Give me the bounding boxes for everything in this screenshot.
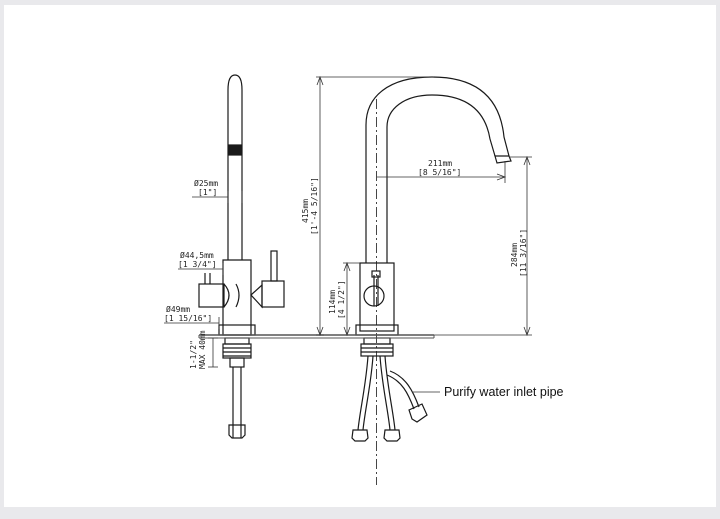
dim-211-imperial: [8 5/16"] — [418, 168, 461, 177]
dim-d44-imperial: [1 3/4"] — [178, 260, 217, 269]
front-view-faucet — [351, 76, 512, 485]
dimension-line-thread — [208, 337, 218, 368]
dimension-line-d25 — [192, 191, 243, 203]
faucet-technical-drawing: Ø25mm [1"] Ø44,5mm [1 3/4"] Ø49mm [1 15/… — [164, 74, 564, 485]
dimension-line-114 — [343, 261, 360, 337]
dim-d49: Ø49mm [1 15/16"] — [164, 304, 212, 323]
dim-284-metric: 284mm — [510, 243, 519, 267]
dim-d49-imperial: [1 15/16"] — [164, 314, 212, 323]
dim-thread: 1-1/2" MAX 40mm — [189, 330, 207, 369]
dimension-line-d44 — [178, 263, 224, 275]
dimension-line-211 — [377, 161, 507, 183]
dim-211: 211mm [8 5/16"] — [418, 159, 461, 177]
dimension-line-415 — [316, 75, 434, 337]
dim-114-imperial: [4 1/2"] — [337, 280, 346, 319]
dim-415: 415mm [1'-4 5/16"] — [301, 177, 319, 235]
dim-d44-metric: Ø44,5mm — [180, 250, 214, 260]
dim-415-imperial: [1'-4 5/16"] — [310, 177, 319, 235]
dim-114-metric: 114mm — [328, 290, 337, 314]
dim-415-metric: 415mm — [301, 199, 310, 223]
dim-284-imperial: [11 3/16"] — [519, 229, 528, 277]
dim-114: 114mm [4 1/2"] — [328, 280, 346, 319]
dim-d25: Ø25mm [1"] — [194, 178, 218, 197]
dim-d44: Ø44,5mm [1 3/4"] — [178, 250, 217, 269]
purify-pipe-label: Purify water inlet pipe — [444, 385, 564, 399]
countertop — [198, 334, 435, 339]
dim-d25-metric: Ø25mm — [194, 178, 218, 188]
dim-284: 284mm [11 3/16"] — [510, 229, 528, 277]
dim-thread-max: MAX 40mm — [198, 330, 207, 369]
dim-d25-imperial: [1"] — [198, 188, 217, 197]
dim-d49-metric: Ø49mm — [166, 304, 190, 314]
dim-211-metric: 211mm — [428, 159, 452, 168]
drawing-sheet: Ø25mm [1"] Ø44,5mm [1 3/4"] Ø49mm [1 15/… — [4, 5, 716, 507]
dim-thread-size: 1-1/2" — [189, 340, 198, 369]
dimension-line-284 — [434, 155, 532, 337]
dimension-line-d49 — [164, 317, 220, 329]
